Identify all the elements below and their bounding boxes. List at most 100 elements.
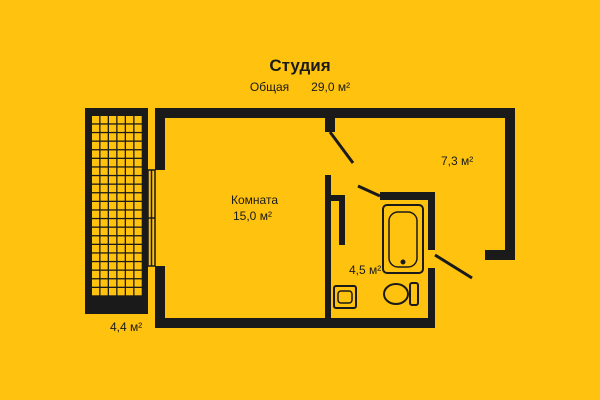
balcony-tile xyxy=(134,202,142,210)
balcony-tile xyxy=(109,176,117,184)
balcony-tile xyxy=(109,253,117,261)
balcony-tile xyxy=(117,124,125,132)
balcony-tile xyxy=(134,116,142,124)
balcony-tile xyxy=(134,270,142,279)
room-name: Комната xyxy=(231,193,278,207)
balcony-tile xyxy=(100,167,108,175)
balcony-tile xyxy=(126,176,134,184)
balcony-tile xyxy=(92,150,100,158)
balcony-tile xyxy=(92,116,100,124)
balcony-tile xyxy=(126,227,134,236)
partition-room-bath xyxy=(325,175,331,245)
plan-title: Студия xyxy=(269,56,331,75)
balcony-tile xyxy=(134,288,142,296)
balcony-tile xyxy=(126,124,134,132)
balcony-tile xyxy=(109,133,117,141)
balcony-area: 4,4 м² xyxy=(110,320,143,334)
balcony-tile xyxy=(117,133,125,141)
wall-top xyxy=(155,108,515,118)
balcony-tile xyxy=(134,176,142,184)
balcony-tile xyxy=(92,227,100,236)
partition-lower xyxy=(325,245,331,325)
room-area: 15,0 м² xyxy=(233,209,272,223)
balcony-tile xyxy=(100,116,108,124)
balcony-tile xyxy=(92,202,100,210)
balcony-tile xyxy=(92,245,100,253)
balcony-tile xyxy=(109,184,117,193)
balcony-tile xyxy=(126,279,134,287)
balcony-tile xyxy=(92,270,100,279)
balcony-tile xyxy=(92,219,100,227)
balcony-tile xyxy=(100,159,108,167)
balcony xyxy=(85,108,148,314)
bathroom-area: 4,5 м² xyxy=(349,263,382,277)
balcony-tile xyxy=(92,133,100,141)
balcony-tile xyxy=(117,150,125,158)
balcony-tile xyxy=(109,219,117,227)
balcony-tile xyxy=(109,202,117,210)
balcony-tile xyxy=(117,116,125,124)
balcony-tile xyxy=(117,202,125,210)
balcony-tile xyxy=(109,245,117,253)
balcony-tile xyxy=(109,210,117,218)
balcony-hatch xyxy=(92,116,142,296)
balcony-tile xyxy=(126,210,134,218)
balcony-tile xyxy=(134,227,142,236)
balcony-tile xyxy=(109,124,117,132)
balcony-tile xyxy=(109,227,117,236)
balcony-tile xyxy=(92,141,100,150)
balcony-tile xyxy=(134,150,142,158)
balcony-tile xyxy=(100,262,108,270)
balcony-tile xyxy=(92,167,100,175)
balcony-tile xyxy=(92,184,100,193)
balcony-tile xyxy=(92,176,100,184)
balcony-tile xyxy=(134,210,142,218)
balcony-tile xyxy=(100,227,108,236)
balcony-tile xyxy=(92,159,100,167)
balcony-tile xyxy=(117,210,125,218)
total-area-value: 29,0 м² xyxy=(311,80,351,94)
balcony-tile xyxy=(134,245,142,253)
balcony-tile xyxy=(109,279,117,287)
partition-stub xyxy=(325,118,335,132)
balcony-tile xyxy=(100,124,108,132)
balcony-tile xyxy=(126,236,134,244)
wall-bath-top xyxy=(380,192,435,200)
balcony-tile xyxy=(134,124,142,132)
balcony-tile xyxy=(92,279,100,287)
balcony-tile xyxy=(117,193,125,201)
balcony-tile xyxy=(126,133,134,141)
balcony-tile xyxy=(117,159,125,167)
front-door xyxy=(434,253,473,280)
balcony-tile xyxy=(126,116,134,124)
balcony-tile xyxy=(117,270,125,279)
balcony-tile xyxy=(134,167,142,175)
balcony-tile xyxy=(100,279,108,287)
balcony-tile xyxy=(126,150,134,158)
balcony-tile xyxy=(117,253,125,261)
balcony-tile xyxy=(134,133,142,141)
balcony-tile xyxy=(134,193,142,201)
balcony-tile xyxy=(117,141,125,150)
balcony-tile xyxy=(117,288,125,296)
balcony-tile xyxy=(92,210,100,218)
wall-right xyxy=(505,108,515,260)
balcony-tile xyxy=(117,245,125,253)
wall-left-lower xyxy=(155,266,165,328)
hall-area: 7,3 м² xyxy=(441,154,474,168)
balcony-tile xyxy=(109,270,117,279)
balcony-tile xyxy=(126,245,134,253)
wall-bottom xyxy=(155,318,435,328)
balcony-tile xyxy=(100,253,108,261)
balcony-tile xyxy=(109,150,117,158)
balcony-tile xyxy=(100,219,108,227)
balcony-tile xyxy=(92,193,100,201)
balcony-tile xyxy=(109,141,117,150)
balcony-tile xyxy=(109,288,117,296)
balcony-tile xyxy=(126,270,134,279)
toilet-icon xyxy=(383,282,419,306)
balcony-tile xyxy=(126,253,134,261)
wall-left-upper xyxy=(155,108,165,170)
